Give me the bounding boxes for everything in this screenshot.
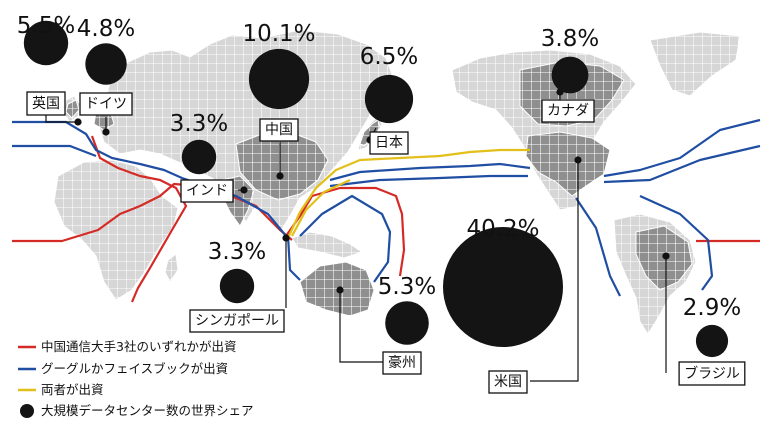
label-singapore: シンガポール xyxy=(195,313,279,329)
cable-gf-9 xyxy=(639,194,714,291)
label-box-frame-japan xyxy=(369,131,409,155)
label-box-frame-china xyxy=(259,118,299,142)
leader-australia xyxy=(339,290,384,363)
bubble-uk xyxy=(23,20,69,66)
leader-usa xyxy=(530,160,579,382)
label-box-frame-canada xyxy=(541,99,595,123)
leader-dot-singapore xyxy=(282,234,290,242)
label-box-canada: カナダ xyxy=(541,99,595,123)
cable-gf-5 xyxy=(329,162,531,182)
label-box-usa: 米国 xyxy=(488,370,528,394)
label-box-brazil: ブラジル xyxy=(678,361,746,386)
share-india: 3.3% xyxy=(170,111,228,137)
share-australia: 5.3% xyxy=(378,274,436,300)
cable-both-1 xyxy=(287,148,530,239)
leader-uk xyxy=(45,115,78,123)
bubble-germany xyxy=(85,43,127,85)
label-box-frame-singapore xyxy=(189,309,285,333)
share-usa: 40.2% xyxy=(466,216,539,242)
label-box-frame-usa xyxy=(488,370,528,394)
label-box-uk: 英国 xyxy=(26,91,66,116)
cable-gf-8 xyxy=(603,144,761,184)
legend-label-gf-cable: グーグルかフェイスブックが出資 xyxy=(41,361,228,376)
label-box-australia: 豪州 xyxy=(382,351,422,375)
share-germany: 4.8% xyxy=(77,16,135,42)
label-box-frame-germany xyxy=(79,92,133,116)
leader-dot-germany xyxy=(102,128,110,136)
bubble-singapore xyxy=(219,268,255,304)
label-box-frame-uk xyxy=(26,91,66,116)
cable-gf-7 xyxy=(603,118,761,178)
share-bubbles xyxy=(23,20,729,358)
bubble-brazil xyxy=(695,324,729,358)
legend: 中国通信大手3社のいずれかが出資 グーグルかフェイスブックが出資 両者が出資 大… xyxy=(18,339,254,418)
label-box-frame-india xyxy=(180,179,234,203)
label-box-frame-australia xyxy=(382,351,422,375)
label-australia: 豪州 xyxy=(388,355,416,371)
cable-gf-4 xyxy=(299,194,392,283)
label-china: 中国 xyxy=(265,122,293,138)
label-box-china: 中国 xyxy=(259,118,299,142)
cable-gf-1 xyxy=(12,120,287,237)
share-brazil: 2.9% xyxy=(683,295,741,321)
share-singapore: 3.3% xyxy=(208,239,266,265)
legend-label-china-cable: 中国通信大手3社のいずれかが出資 xyxy=(41,339,236,354)
bubble-japan xyxy=(364,74,414,124)
label-india: インド xyxy=(186,183,228,199)
bubble-india xyxy=(181,139,217,175)
legend-label-both-cable: 両者が出資 xyxy=(41,382,104,397)
label-japan: 日本 xyxy=(375,135,403,151)
cable-gf-10 xyxy=(575,197,621,297)
cable-gf-2 xyxy=(12,144,97,158)
leader-dot-usa xyxy=(574,156,582,164)
leader-dot-australia xyxy=(336,286,344,294)
legend-label-bubble: 大規模データセンター数の世界シェア xyxy=(41,403,254,418)
cable-china-2 xyxy=(90,135,188,303)
label-usa: 米国 xyxy=(494,374,522,390)
leader-dot-india xyxy=(240,186,248,194)
share-china: 10.1% xyxy=(242,21,315,47)
share-japan: 6.5% xyxy=(360,44,418,70)
label-box-india: インド xyxy=(180,179,234,203)
share-uk: 5.5% xyxy=(17,13,75,39)
share-canada: 3.8% xyxy=(541,26,599,52)
legend-swatch-bubble xyxy=(20,404,34,418)
bubble-china xyxy=(248,48,310,110)
cable-both-2 xyxy=(291,179,351,237)
leader-dot-brazil xyxy=(662,252,670,260)
label-uk: 英国 xyxy=(32,95,60,112)
label-box-frame-brazil xyxy=(678,361,746,386)
bubble-usa xyxy=(443,227,563,347)
share-percentages: 5.5%4.8% 3.3% 10.1% 6.5% 3.3% 5.3% 3.8% 40.2% 2.… xyxy=(17,13,741,321)
label-canada: カナダ xyxy=(547,103,589,119)
label-box-germany: ドイツ xyxy=(79,92,133,116)
label-brazil: ブラジル xyxy=(684,365,740,382)
cable-gf-3 xyxy=(286,235,301,281)
cable-china-3 xyxy=(285,186,406,277)
leader-dot-china xyxy=(276,172,284,180)
cable-gf-6 xyxy=(329,174,528,188)
bubble-australia xyxy=(385,301,429,345)
label-germany: ドイツ xyxy=(85,96,127,112)
leader-dot-uk xyxy=(74,118,82,126)
submarine-cables xyxy=(12,118,761,303)
label-box-singapore: シンガポール xyxy=(189,309,285,333)
bubble-canada xyxy=(551,56,589,94)
label-box-japan: 日本 xyxy=(369,131,409,155)
